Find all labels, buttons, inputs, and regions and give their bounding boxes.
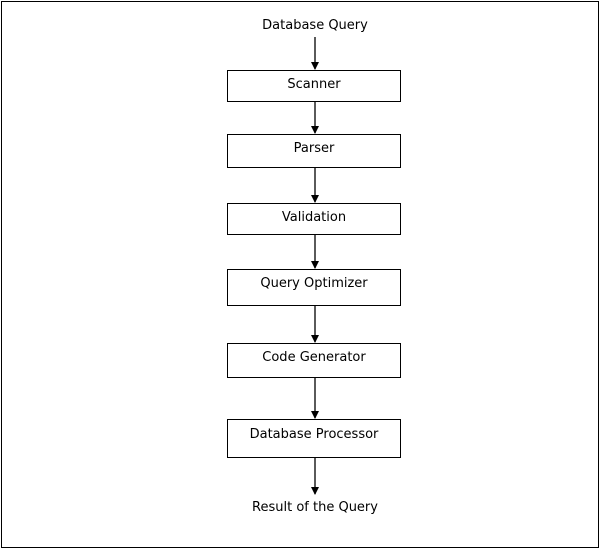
end-label: Result of the Query [252, 500, 378, 515]
step-database-processor-box: Database Processor [227, 419, 401, 458]
step-scanner-box: Scanner [227, 70, 401, 102]
step-label: Scanner [287, 77, 341, 92]
step-label: Query Optimizer [260, 276, 368, 291]
start-label: Database Query [262, 18, 368, 33]
step-label: Code Generator [262, 350, 366, 365]
step-validation-box: Validation [227, 203, 401, 235]
step-label: Database Processor [249, 427, 379, 442]
step-parser-box: Parser [227, 134, 401, 168]
step-label: Validation [281, 210, 347, 225]
step-label: Parser [293, 141, 335, 156]
step-code-generator-box: Code Generator [227, 343, 401, 378]
step-query-optimizer-box: Query Optimizer [227, 269, 401, 306]
